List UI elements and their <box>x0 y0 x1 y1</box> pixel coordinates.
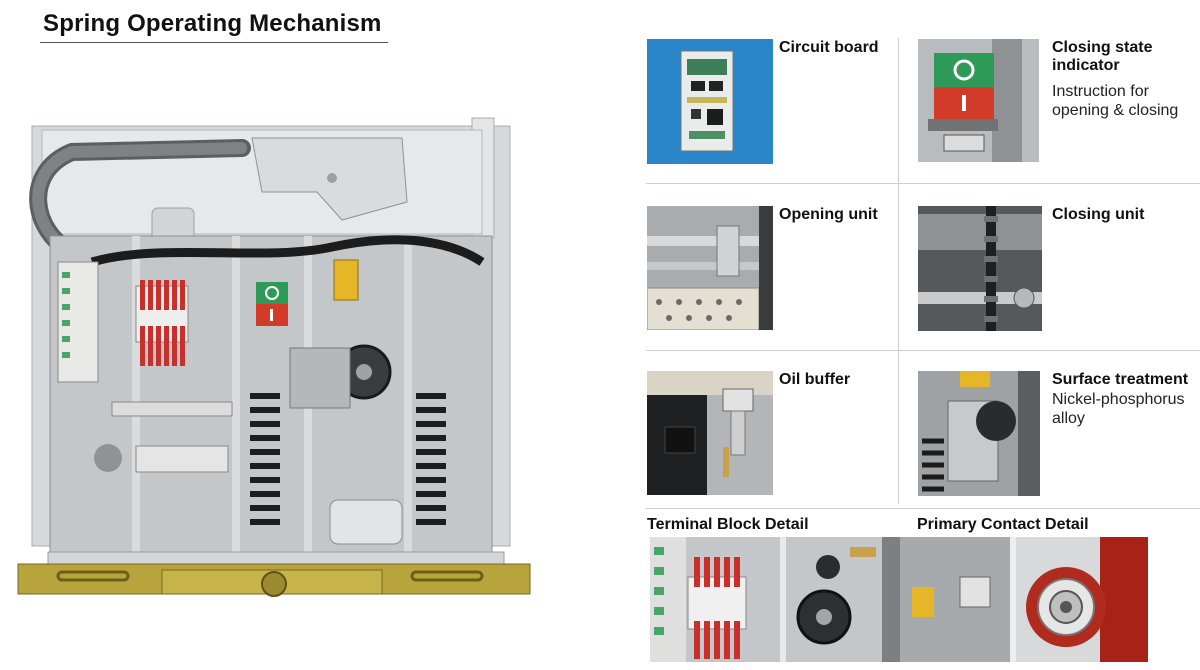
closing-state-indicator-title: Closing state indicator <box>1052 39 1153 74</box>
grid-divider-row-1 <box>646 183 1200 184</box>
page-title: Spring Operating Mechanism <box>43 10 382 37</box>
grid-divider-vertical <box>898 38 899 504</box>
oil-buffer-title: Oil buffer <box>779 371 851 388</box>
closing-state-indicator-description: Instruction for opening & closing <box>1052 83 1179 119</box>
grid-divider-row-3 <box>646 508 1200 509</box>
grid-divider-row-2 <box>646 350 1200 351</box>
primary-contact-detail-image <box>900 537 1148 662</box>
opening-unit-image <box>647 206 773 330</box>
primary-contact-detail-label: Primary Contact Detail <box>917 516 1089 533</box>
circuit-board-title: Circuit board <box>779 39 879 56</box>
spring-mechanism-image <box>12 112 532 612</box>
closing-unit-image <box>918 206 1042 331</box>
closing-unit-title: Closing unit <box>1052 206 1145 223</box>
surface-treatment-image <box>918 371 1040 496</box>
title-underline <box>40 42 388 43</box>
circuit-board-image <box>647 39 773 164</box>
terminal-block-detail-image <box>650 537 900 662</box>
surface-treatment-title: Surface treatment <box>1052 371 1189 388</box>
closing-state-indicator-image <box>918 39 1039 162</box>
oil-buffer-image <box>647 371 773 495</box>
terminal-block-detail-label: Terminal Block Detail <box>647 516 809 533</box>
surface-treatment-description: Nickel-phosphorus alloy <box>1052 391 1185 427</box>
opening-unit-title: Opening unit <box>779 206 878 223</box>
